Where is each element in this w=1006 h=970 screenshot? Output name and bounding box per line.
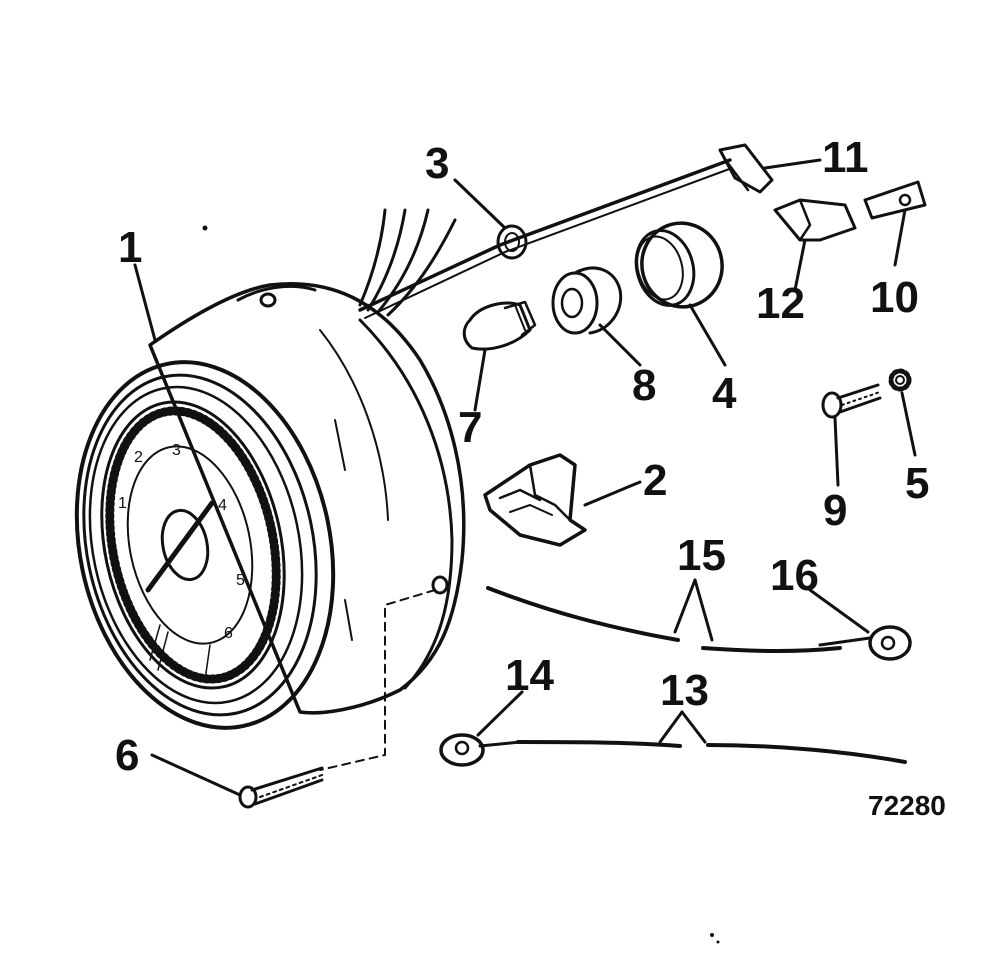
- leader-4: [688, 303, 727, 367]
- leader-13b: [680, 710, 707, 744]
- dial-number-3: 3: [172, 442, 181, 459]
- gauge-needle: [145, 500, 215, 593]
- dial-number-1: 1: [118, 495, 127, 512]
- screw-part-6: [238, 766, 326, 809]
- callout-12: 12: [756, 279, 805, 328]
- socket-part-8: [551, 266, 623, 335]
- gauge-housing-body: [148, 282, 466, 715]
- leader-15b: [693, 578, 714, 642]
- print-speck: [716, 940, 720, 944]
- housing-shade-line: [344, 599, 353, 641]
- gauge-wire: [386, 218, 457, 317]
- mounting-dashed-line: [319, 589, 436, 771]
- callout-11: 11: [822, 133, 869, 182]
- connector-detail: [722, 156, 750, 192]
- leader-6: [150, 753, 242, 797]
- leader-16: [808, 588, 870, 634]
- callout-6: 6: [115, 731, 139, 780]
- connector-part-11: [718, 143, 774, 194]
- terminal-part-10: [863, 180, 927, 220]
- callout-8: 8: [632, 361, 656, 410]
- callout-5: 5: [905, 459, 929, 508]
- callout-3: 3: [425, 139, 449, 188]
- print-speck: [710, 933, 714, 937]
- callout-7: 7: [458, 403, 482, 452]
- leader-11: [763, 158, 822, 170]
- housing-shade-line: [334, 419, 346, 471]
- clip-part-2: [483, 453, 587, 547]
- leader-14: [476, 690, 524, 737]
- glass-glare-line: [149, 624, 161, 661]
- glass-glare-line: [204, 644, 211, 681]
- leader-13a: [658, 710, 684, 744]
- callout-13: 13: [660, 666, 709, 715]
- leader-9: [833, 416, 840, 487]
- gauge-assembly: 1 2 3 4 5 6: [74, 208, 466, 771]
- gauge-hub: [160, 508, 210, 582]
- callout-labels: 1 3 11 12 10 7 8 4 2 9 5 6 15 16 14 13 7…: [115, 133, 946, 821]
- gauge-bezel-outer: [74, 360, 336, 730]
- housing-shade-line: [319, 329, 389, 521]
- cable-assembly: [358, 143, 774, 319]
- dial-number-5: 5: [236, 572, 245, 589]
- wire-lead-15-16: [486, 586, 912, 661]
- wire-lead-13-14: [439, 733, 907, 767]
- bulb-part-7: [462, 300, 537, 351]
- ring-part-4: [634, 221, 724, 309]
- glass-glare-line: [157, 631, 169, 671]
- ring-terminal-14: [439, 733, 485, 767]
- figure-number: 72280: [868, 790, 946, 821]
- leader-lines: [133, 158, 917, 797]
- gauge-bezel-ring-2: [82, 373, 318, 717]
- bracket-part-12: [773, 198, 857, 242]
- leader-3: [453, 178, 507, 230]
- dial-number-2: 2: [134, 449, 143, 466]
- callout-1: 1: [118, 223, 142, 272]
- callout-10: 10: [870, 273, 919, 322]
- callout-9: 9: [823, 486, 847, 535]
- gauge-dial-inner-ring: [126, 445, 254, 645]
- callout-2: 2: [643, 456, 667, 505]
- dial-number-6: 6: [224, 625, 233, 642]
- callout-15: 15: [677, 531, 726, 580]
- gauge-dial-face: [100, 400, 286, 690]
- gauge-wire: [366, 208, 407, 312]
- gauge-tick-scale: [105, 406, 281, 684]
- washer-part-5: [888, 368, 912, 392]
- grommet-part-3: [496, 224, 528, 260]
- dial-number-4: 4: [218, 497, 227, 514]
- grommet-inner: [504, 232, 520, 252]
- callout-4: 4: [712, 369, 737, 418]
- leader-5: [900, 391, 917, 457]
- leader-2: [583, 480, 642, 507]
- leader-15a: [673, 578, 697, 634]
- screw-part-9: [821, 383, 882, 419]
- gauge-wire: [376, 208, 430, 314]
- leader-8: [598, 323, 642, 367]
- gauge-bezel-ring-3: [88, 385, 304, 705]
- housing-rear-edge: [358, 318, 454, 690]
- gauge-housing-top-edge: [236, 284, 317, 302]
- callout-14: 14: [505, 651, 554, 700]
- cable-line-2: [364, 167, 733, 319]
- leader-1: [133, 263, 157, 342]
- housing-top-hole: [259, 292, 277, 308]
- ring-terminal-16: [868, 625, 912, 661]
- leader-10: [893, 208, 907, 267]
- leader-7: [473, 348, 487, 412]
- leader-12: [793, 238, 807, 292]
- housing-side-hole: [431, 575, 449, 595]
- callout-16: 16: [770, 551, 819, 600]
- cable-line: [358, 158, 732, 312]
- print-speck: [202, 225, 208, 231]
- gauge-wire: [358, 208, 387, 307]
